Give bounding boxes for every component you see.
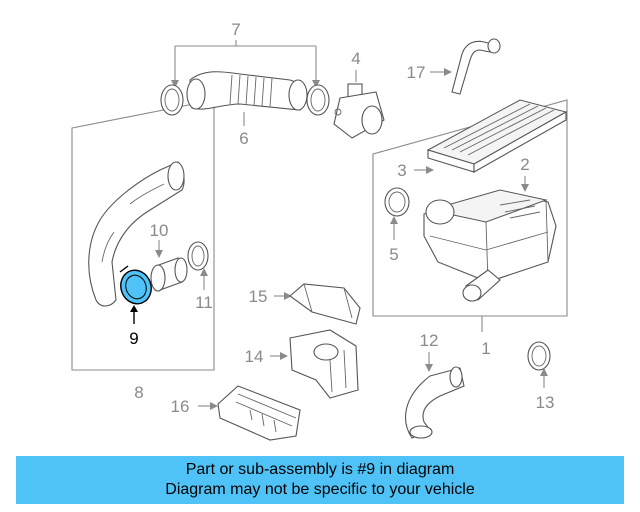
part-9-hose-clamp [119, 265, 152, 305]
callout-16: 16 [171, 397, 190, 416]
part-17-hose [451, 38, 501, 95]
arrow-16 [210, 402, 218, 410]
callout-13: 13 [536, 393, 555, 412]
arrow-17 [444, 68, 452, 76]
part-15-duct [289, 283, 361, 325]
arrow-3 [426, 166, 434, 174]
callout-8: 8 [134, 383, 143, 402]
leader-7 [174, 40, 317, 86]
callout-7: 7 [231, 20, 240, 39]
callout-12: 12 [420, 331, 439, 350]
part-4-maf-sensor [333, 83, 385, 139]
callout-11: 11 [195, 293, 213, 312]
callout-3: 3 [397, 161, 406, 180]
arrow-2 [521, 184, 529, 192]
callout-1: 1 [481, 339, 490, 358]
banner-line-2: Diagram may not be specific to your vehi… [165, 481, 475, 498]
arrow-7b [312, 80, 320, 88]
arrow-12 [425, 364, 433, 372]
callout-2: 2 [520, 155, 529, 174]
arrow-15 [284, 292, 292, 300]
callout-15: 15 [249, 287, 268, 306]
part-5-seal [384, 187, 410, 217]
part-11-clamp [187, 241, 209, 271]
info-banner: Part or sub-assembly is #9 in diagram Di… [16, 456, 624, 504]
callout-9: 9 [129, 329, 138, 348]
callout-17: 17 [407, 63, 426, 82]
arrow-5 [390, 216, 398, 224]
callout-10: 10 [150, 221, 169, 240]
part-6-boot [186, 71, 308, 111]
arrow-10 [155, 250, 163, 258]
part-13-clamp [527, 341, 551, 371]
callout-6: 6 [239, 129, 248, 148]
part-1-air-cleaner-housing [423, 189, 557, 302]
arrow-11 [200, 268, 208, 276]
part-12-hose [405, 366, 465, 439]
clamp-7-right [306, 84, 330, 116]
part-8-intake-tube [88, 161, 185, 307]
part-10-connector [150, 257, 188, 292]
arrow-7a [171, 80, 179, 88]
arrow-13 [540, 368, 548, 376]
part-3-air-filter [426, 99, 568, 173]
callout-5: 5 [389, 245, 398, 264]
callout-14: 14 [245, 347, 264, 366]
arrow-9 [130, 305, 138, 312]
part-16-duct [217, 385, 301, 441]
callout-4: 4 [351, 49, 360, 68]
parts-diagram: 7 4 17 6 3 2 5 10 11 9 8 15 14 16 12 1 1… [71, 20, 568, 441]
clamp-7-left [160, 84, 184, 116]
banner-line-1: Part or sub-assembly is #9 in diagram [185, 461, 455, 478]
part-14-resonator [289, 329, 359, 399]
arrow-14 [280, 352, 288, 360]
